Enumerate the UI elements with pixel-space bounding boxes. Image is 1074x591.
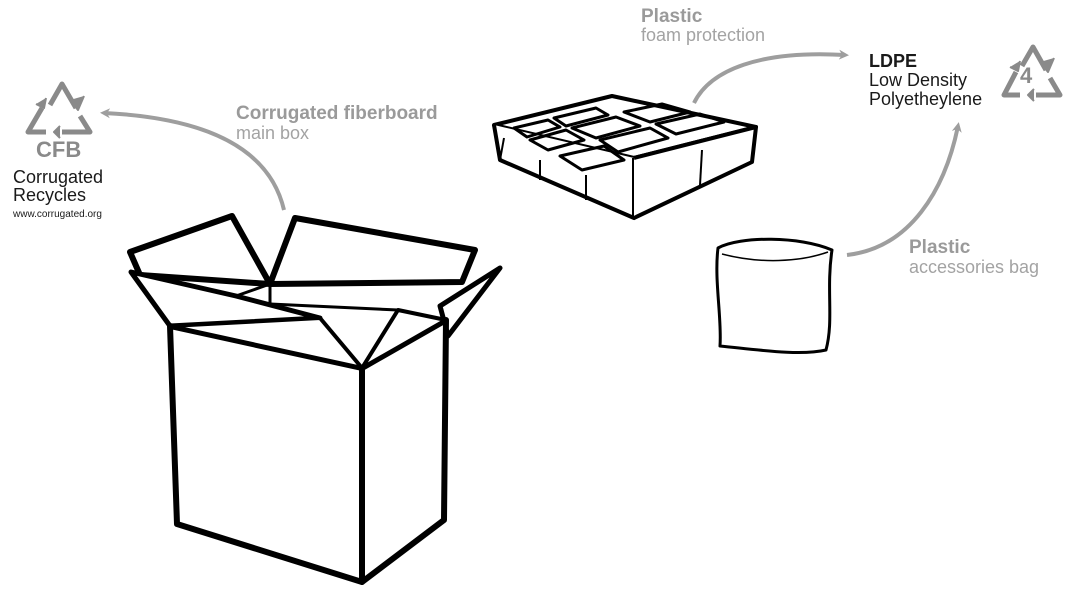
box-label-title: Corrugated fiberboard: [236, 103, 438, 124]
ldpe-line1: Low Density: [869, 70, 968, 90]
cfb-line1: Corrugated: [13, 167, 104, 187]
ldpe-line2: Polyetheylene: [869, 89, 983, 109]
ldpe-recycle-icon: [1001, 44, 1063, 102]
ldpe-number: 4: [1020, 63, 1033, 88]
cfb-line2: Recycles: [13, 185, 87, 205]
box-to-cfb-arrow: [100, 108, 286, 211]
foam-label-subtitle: foam protection: [641, 25, 766, 45]
bag-label-title: Plastic: [909, 237, 971, 258]
bag-label-subtitle: accessories bag: [909, 257, 1040, 277]
cfb-code: CFB: [36, 137, 82, 162]
cfb-url: www.corrugated.org: [13, 209, 102, 220]
bag-to-ldpe-arrow: [846, 122, 962, 257]
foam-label-title: Plastic: [641, 6, 703, 27]
foam-to-ldpe-arrow: [692, 49, 849, 104]
accessories-bag-illustration: [715, 237, 834, 355]
foam-insert-illustration: [492, 94, 758, 220]
cfb-recycle-icon: [25, 81, 93, 139]
ldpe-code: LDPE: [869, 51, 918, 71]
cardboard-box-illustration: [127, 213, 503, 585]
box-label-subtitle: main box: [236, 123, 310, 143]
